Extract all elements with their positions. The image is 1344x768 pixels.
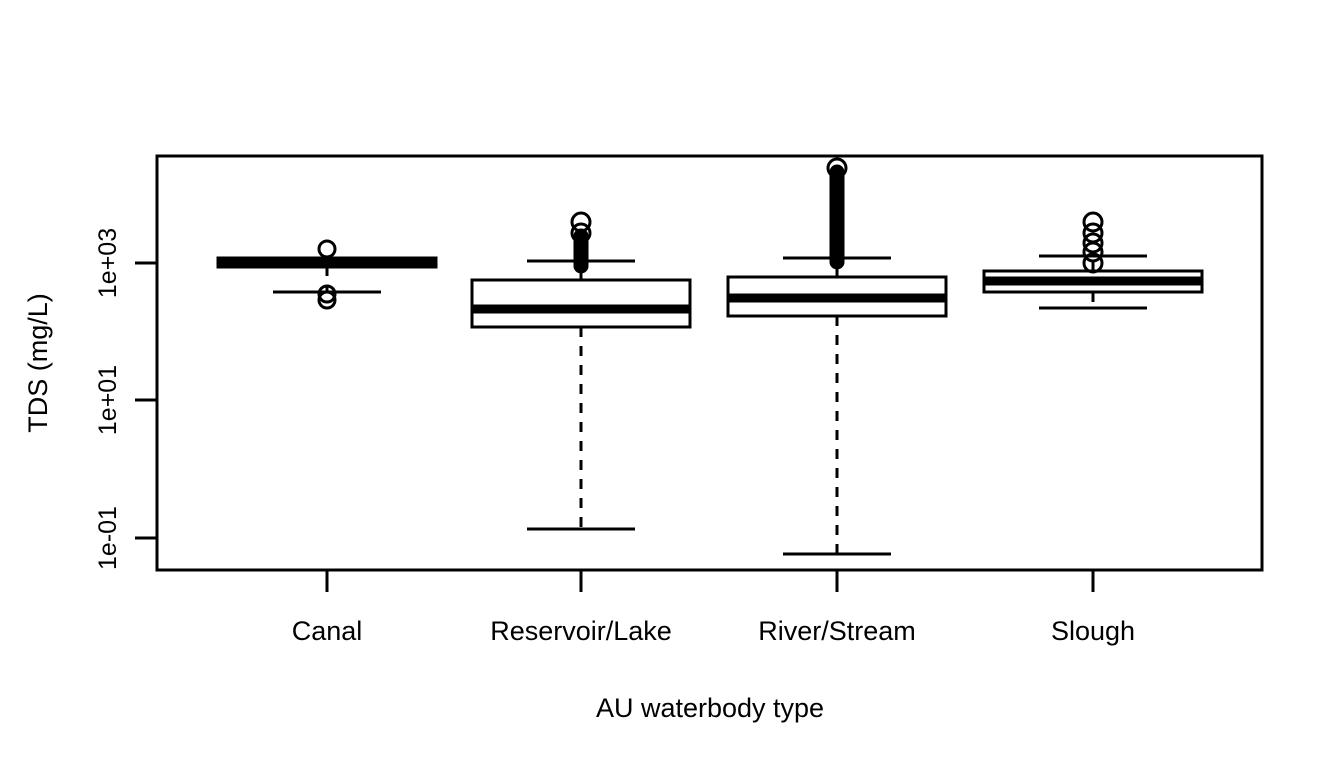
river-stream-outlier bbox=[826, 157, 848, 179]
plot-frame bbox=[155, 154, 1264, 572]
boxplot-reservoir-lake bbox=[470, 211, 692, 531]
x-tick-label-canal: Canal bbox=[292, 616, 363, 646]
y-axis-title: TDS (mg/L) bbox=[23, 293, 53, 433]
slough-outlier bbox=[1082, 252, 1104, 274]
canal-outlier bbox=[317, 284, 337, 304]
reservoir-lake-outlier bbox=[570, 222, 592, 244]
y-tick-label-1e-01: 1e-01 bbox=[94, 506, 122, 570]
slough-outlier bbox=[1082, 232, 1104, 254]
boxplot-river-stream bbox=[726, 157, 948, 556]
reservoir-lake-outlier bbox=[570, 211, 592, 233]
slough-outlier bbox=[1082, 241, 1104, 263]
boxplot-canal bbox=[216, 239, 438, 310]
boxplot-slough bbox=[982, 211, 1204, 310]
canal-outlier bbox=[317, 290, 337, 310]
y-tick-label-1e01: 1e+01 bbox=[94, 365, 122, 435]
x-axis-title: AU waterbody type bbox=[596, 693, 824, 723]
y-axis-ticks bbox=[135, 261, 157, 540]
x-tick-label-reservoir-lake: Reservoir/Lake bbox=[490, 616, 672, 646]
slough-outlier bbox=[1082, 211, 1104, 233]
x-axis-ticks bbox=[325, 570, 1095, 592]
x-tick-label-river-stream: River/Stream bbox=[758, 616, 916, 646]
reservoir-lake-box bbox=[470, 278, 692, 329]
x-tick-label-slough: Slough bbox=[1051, 616, 1135, 646]
y-tick-label-1e03: 1e+03 bbox=[94, 228, 122, 298]
canal-outlier bbox=[317, 239, 337, 259]
